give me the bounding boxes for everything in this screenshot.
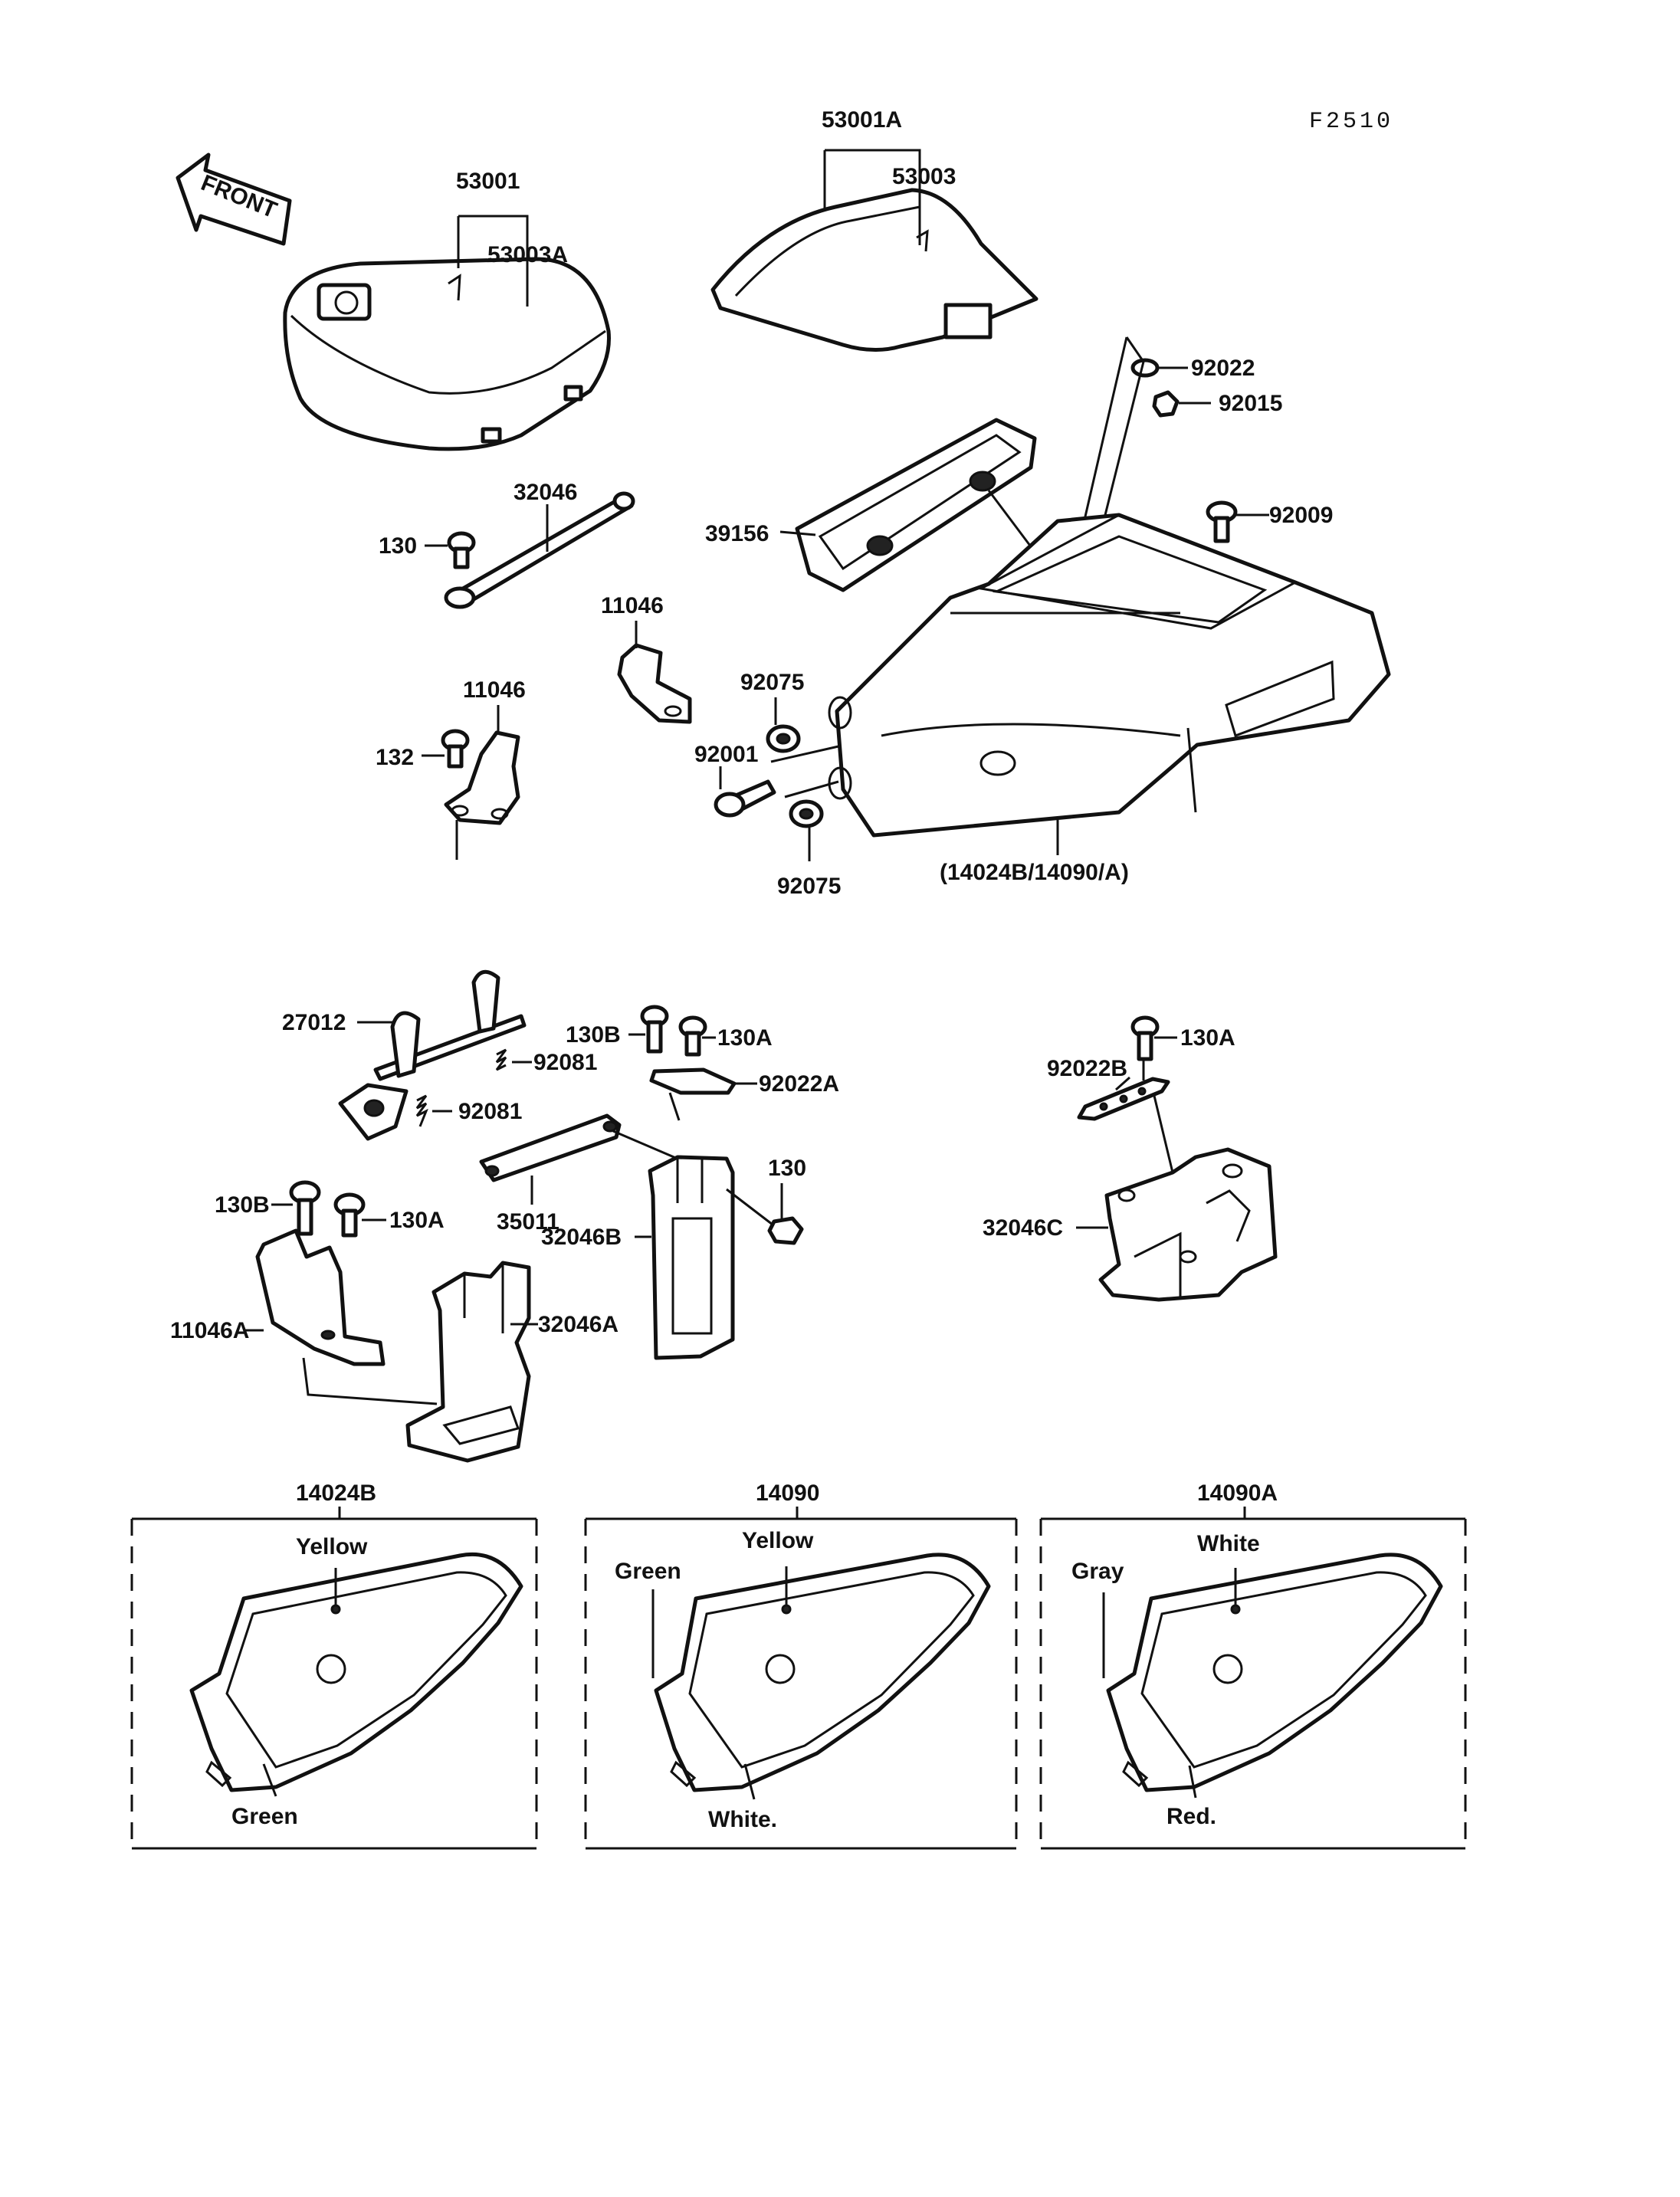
bolt-92001 — [714, 779, 776, 818]
bolt-130B-a — [640, 1005, 669, 1054]
label-132: 132 — [376, 745, 414, 770]
label-130A-c: 130A — [389, 1208, 445, 1233]
bolt-130B-b — [289, 1180, 321, 1236]
variant-color-side-14090: Green — [615, 1559, 681, 1584]
variant-color-top-14024B: Yellow — [296, 1534, 368, 1559]
variant-color-bottom-14090: White. — [708, 1807, 777, 1832]
variant-code-14024B: 14024B — [296, 1481, 376, 1506]
leader-92022B-b — [1142, 1059, 1174, 1173]
leader-92022A-down — [668, 1092, 681, 1121]
label-92081-b: 92081 — [458, 1099, 522, 1124]
label-130A-b: 130A — [1180, 1025, 1235, 1051]
label-92081-a: 92081 — [533, 1050, 597, 1075]
label-130B-a: 130B — [566, 1022, 621, 1048]
label-92009: 92009 — [1269, 503, 1333, 528]
label-53001A: 53001A — [822, 107, 902, 133]
latch-27012 — [338, 969, 527, 1141]
bracket-32046A — [405, 1261, 531, 1463]
front-seat-53001 — [283, 257, 611, 451]
variant-color-bottom-14090A: Red. — [1166, 1804, 1216, 1829]
bolt-130A-c — [333, 1192, 366, 1238]
leader-39156 — [779, 530, 816, 536]
variant-color-bottom-14024B: Green — [231, 1804, 298, 1829]
bracket-35011 — [479, 1113, 622, 1182]
bolt-92009 — [1206, 500, 1238, 543]
washer-92022 — [1130, 358, 1160, 378]
leader-53001 — [457, 215, 529, 307]
leader-92001-a — [770, 745, 839, 763]
label-53001: 53001 — [456, 169, 520, 194]
label-92022A: 92022A — [759, 1071, 839, 1097]
label-130-mid: 130 — [768, 1156, 806, 1181]
label-92001: 92001 — [694, 742, 758, 767]
label-11046-b: 11046 — [463, 677, 526, 703]
label-92075-bottom: 92075 — [777, 874, 841, 899]
label-11046-a: 11046 — [601, 593, 664, 618]
strap-32046 — [444, 491, 635, 609]
tail-cowl — [828, 513, 1391, 838]
grommet-92075-top — [766, 724, 801, 753]
hinge-11046-upper — [617, 643, 692, 724]
variant-color-side-14090A: Gray — [1071, 1559, 1124, 1584]
label-53003A: 53003A — [487, 242, 568, 267]
grommet-92075-bottom — [789, 799, 824, 828]
variant-color-top-14090: Yellow — [742, 1528, 814, 1553]
rear-seat-53001A — [710, 188, 1039, 353]
bracket-32046C — [1098, 1147, 1278, 1302]
leader-92022-to-tail — [1079, 336, 1145, 537]
variant-color-top-14090A: White — [1197, 1531, 1260, 1556]
label-cover-ref: (14024B/14090/A) — [940, 860, 1129, 885]
label-92075-top: 92075 — [740, 670, 804, 695]
leader-92022B — [1115, 1076, 1130, 1091]
bolt-130-top — [447, 531, 476, 569]
bolt-130-mid — [767, 1216, 804, 1245]
label-130-top: 130 — [379, 533, 417, 559]
bracket-11046A — [255, 1228, 386, 1366]
bolt-130A-a — [678, 1015, 707, 1057]
bolt-132 — [441, 729, 470, 769]
variant-box-14090A: 14090A White Gray Red. — [1039, 1481, 1467, 1850]
label-92022: 92022 — [1191, 356, 1255, 381]
leader-130-mid-b — [726, 1188, 773, 1226]
bracket-32046B — [648, 1155, 735, 1360]
front-arrow-icon: FRONT — [176, 152, 292, 246]
label-92015: 92015 — [1219, 391, 1282, 416]
plate-92022A — [649, 1067, 737, 1095]
label-32046B: 32046B — [541, 1225, 622, 1250]
bolt-130A-b — [1130, 1015, 1160, 1061]
label-32046C: 32046C — [983, 1215, 1063, 1241]
label-11046A: 11046A — [170, 1318, 249, 1343]
spring-92081-b — [415, 1094, 428, 1127]
label-32046A: 32046A — [538, 1312, 619, 1337]
label-27012: 27012 — [282, 1010, 346, 1035]
leader-53001A — [823, 149, 921, 245]
plate-92022B — [1077, 1077, 1170, 1121]
pad-39156 — [795, 418, 1037, 592]
label-130A-a: 130A — [717, 1025, 773, 1051]
variant-box-14024B: 14024B Yellow Green — [130, 1481, 538, 1850]
label-35011: 35011 — [497, 1209, 559, 1235]
variant-box-14090: 14090 Yellow Green White. — [584, 1481, 1018, 1850]
nut-92015 — [1152, 390, 1180, 418]
figure-code: F2510 — [1309, 109, 1393, 135]
variant-code-14090A: 14090A — [1197, 1481, 1278, 1506]
hinge-11046-lower — [444, 730, 520, 825]
label-130B-b: 130B — [215, 1192, 270, 1218]
leader-92001-b — [784, 780, 839, 798]
leader-39156-link — [987, 490, 1036, 553]
label-53003: 53003 — [892, 164, 956, 189]
label-92022B: 92022B — [1047, 1056, 1127, 1081]
label-32046: 32046 — [514, 480, 577, 505]
variant-code-14090: 14090 — [756, 1481, 819, 1506]
label-39156: 39156 — [705, 521, 769, 546]
leader-11046A-b — [302, 1357, 438, 1405]
leader-35011-to-32046B — [612, 1130, 678, 1160]
spring-92081-a — [495, 1048, 507, 1071]
